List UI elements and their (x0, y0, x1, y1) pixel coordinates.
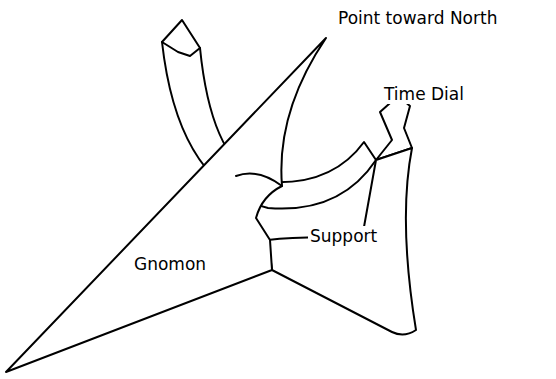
part-label: Support (308, 226, 379, 246)
part-label: Gnomon (132, 254, 208, 274)
gnomon (6, 38, 326, 372)
part-label: Time Dial (382, 84, 466, 104)
dial-tab (162, 20, 200, 56)
gnomon-edge (236, 174, 282, 186)
part-label: Point toward North (336, 8, 499, 28)
support (268, 148, 416, 335)
